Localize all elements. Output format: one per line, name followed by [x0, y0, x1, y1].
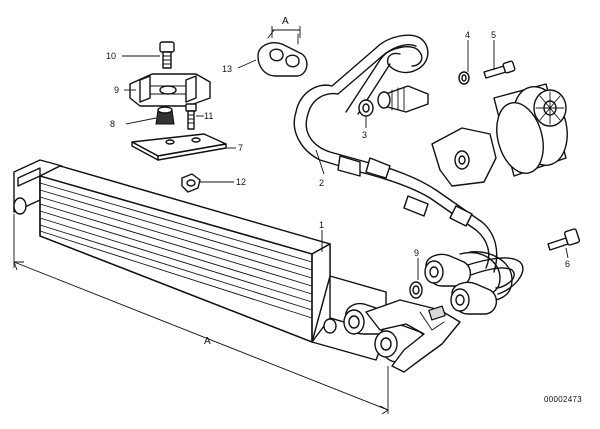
callout-9: 9: [114, 85, 119, 95]
dimension-a-label: A: [204, 336, 211, 347]
oil-cooler: [13, 159, 461, 373]
callout-12: 12: [236, 177, 246, 187]
upper-fittings: [358, 60, 516, 117]
leader-lines: [122, 40, 569, 280]
clip-dimension-a-label: A: [282, 16, 289, 27]
callouts: 1 2 3 4 5 6 7 8 9 9 10 11 12 13 A A 0000…: [106, 16, 582, 404]
callout-9b: 9: [414, 248, 419, 258]
callout-1: 1: [319, 220, 324, 230]
drawing-number: 00002473: [544, 395, 582, 404]
oil-filter-housing: [431, 83, 568, 187]
callout-13: 13: [222, 64, 232, 74]
callout-4: 4: [465, 30, 470, 40]
callout-5: 5: [491, 30, 496, 40]
oil-lines: [293, 34, 524, 315]
callout-10: 10: [106, 51, 116, 61]
callout-7: 7: [238, 143, 243, 153]
callout-6: 6: [565, 259, 570, 269]
mounting-parts: [129, 29, 308, 193]
bolt-6: [547, 228, 581, 251]
dimension-lines: [13, 26, 389, 415]
callout-3: 3: [362, 130, 367, 140]
callout-11: 11: [204, 111, 213, 121]
callout-2: 2: [319, 178, 324, 188]
callout-8: 8: [110, 119, 115, 129]
